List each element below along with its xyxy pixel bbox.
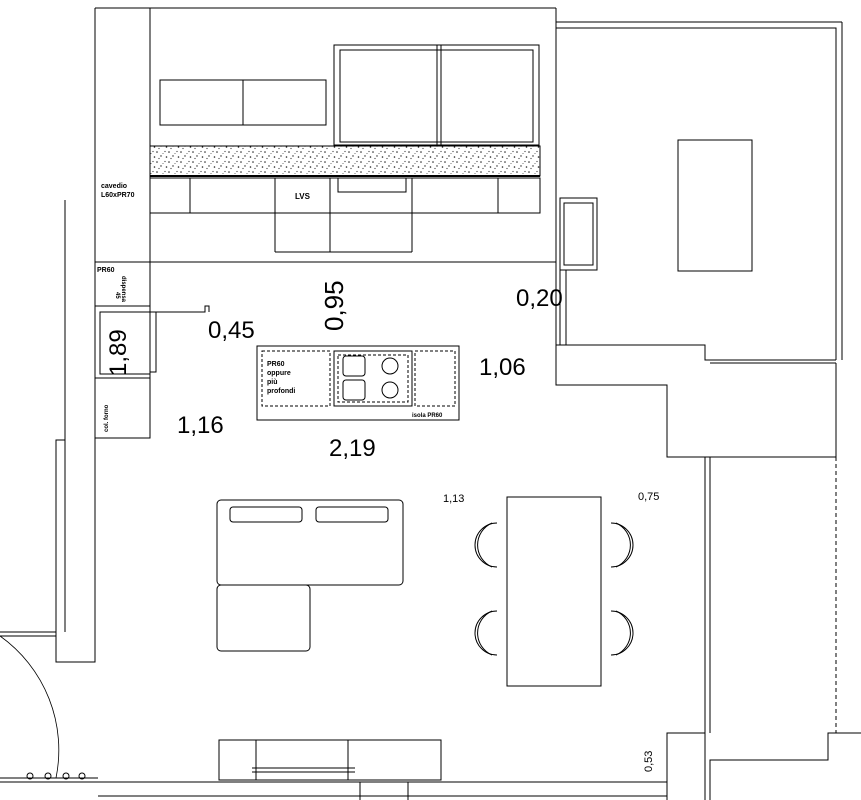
label-cavedio-size: L60xPR70 — [101, 192, 135, 199]
dim-106: 1,06 — [479, 354, 526, 381]
dim-095: 0,95 — [319, 280, 349, 331]
label-col-forno: col. forno — [104, 404, 110, 432]
dim-113: 1,13 — [443, 493, 464, 505]
dim-045: 0,45 — [208, 317, 255, 344]
base-cabinets — [149, 177, 541, 253]
dim-075: 0,75 — [638, 491, 659, 503]
label-isola: isola PR60 — [412, 413, 443, 419]
kitchen-walls — [94, 7, 557, 263]
label-dispensa-size: 45 — [114, 292, 120, 299]
left-column-units — [94, 261, 210, 439]
right-wall — [555, 262, 837, 733]
door-swing — [0, 635, 98, 783]
dim-116: 1,16 — [177, 412, 224, 439]
kitchen-island — [256, 345, 460, 421]
label-island-4: profondi — [267, 388, 295, 395]
wall-cabinets — [159, 79, 327, 126]
sideboard — [218, 739, 442, 781]
label-lvs: LVS — [295, 192, 311, 201]
label-island-2: oppure — [267, 370, 291, 377]
left-wall — [0, 200, 96, 663]
window-unit — [333, 44, 540, 146]
label-island-1: PR60 — [267, 361, 285, 368]
balcony — [556, 21, 843, 733]
label-cavedio: cavedio — [101, 183, 127, 190]
sofa — [216, 499, 404, 652]
label-pr60: PR60 — [97, 267, 115, 274]
dim-219: 2,19 — [329, 435, 376, 462]
dim-020: 0,20 — [516, 285, 563, 312]
label-island-3: più — [267, 379, 278, 386]
bottom-wall — [98, 732, 861, 800]
dim-189: 1,89 — [105, 329, 132, 376]
dim-053: 0,53 — [643, 751, 655, 772]
dining-table — [474, 496, 634, 687]
label-dispensa: dispensa — [120, 276, 126, 303]
countertop-granite — [149, 145, 541, 177]
